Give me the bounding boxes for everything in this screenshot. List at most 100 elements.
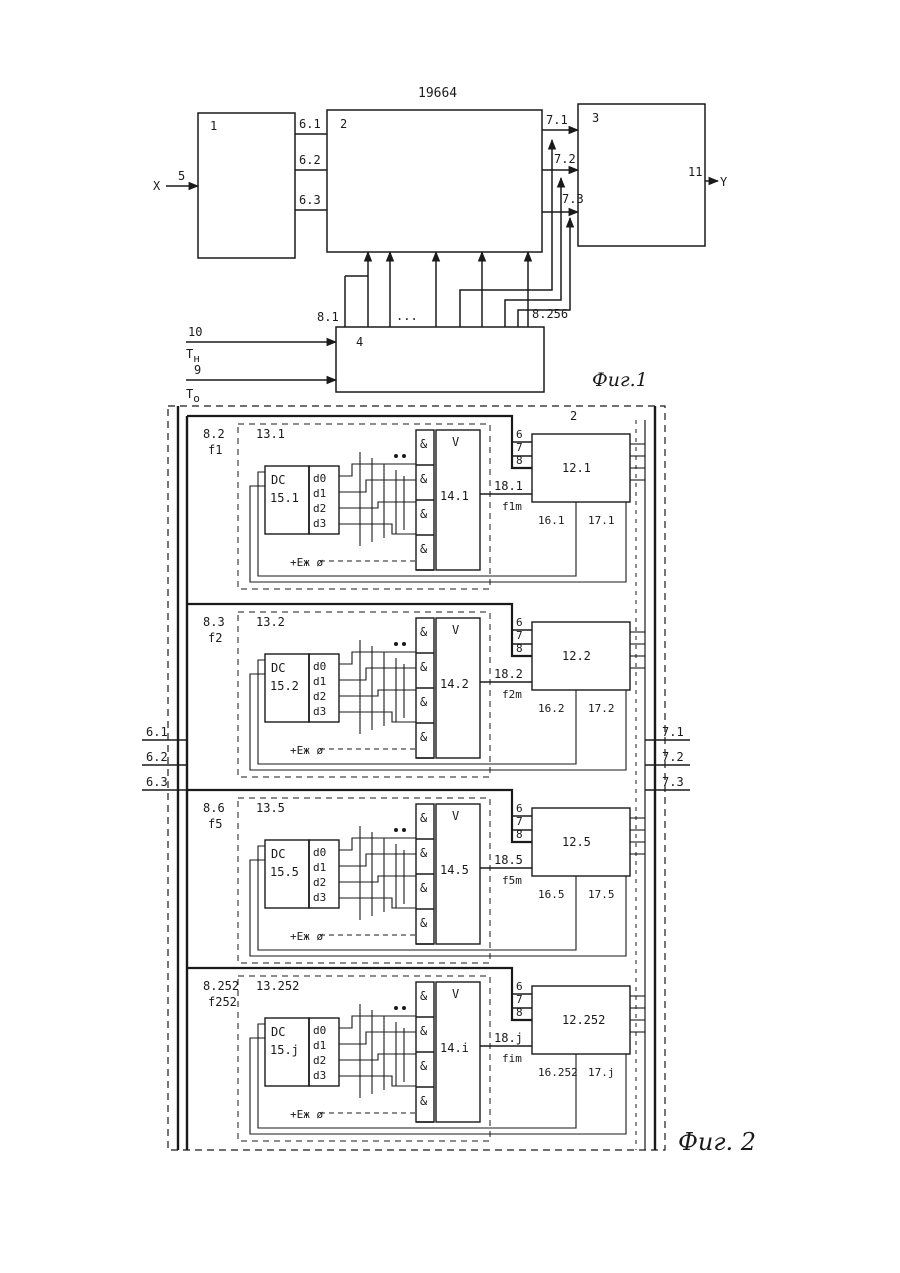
and-symbol: & [420, 989, 428, 1003]
and-symbol: & [420, 1024, 428, 1038]
fig1-label-to: To [186, 387, 200, 405]
section-sub-label: 13.2 [256, 615, 285, 629]
fig2-section-3: 8.6f513.5DC15.5d0d1d2d3&&&&V14.5+Eж ø678… [187, 790, 645, 963]
fig2-output-71: 7.1 [662, 725, 684, 739]
mux-input-8: 8 [516, 454, 523, 467]
or-number: 14.i [440, 1041, 469, 1055]
fig1-label-11: 11 [688, 165, 702, 179]
junction-dot [394, 828, 398, 832]
fig1-label-1: 1 [210, 119, 217, 133]
dc-output-d1: d1 [313, 1039, 326, 1052]
junction-dot [402, 828, 406, 832]
fig1-caption: Фиг.1 [592, 369, 648, 391]
mux-input-7: 7 [516, 993, 523, 1006]
fig2-input-62: 6.2 [146, 750, 168, 764]
dc-output-d2: d2 [313, 502, 326, 515]
fig1-label-72: 7.2 [554, 152, 576, 166]
fig1-block-1 [198, 113, 295, 258]
fig1-label-5: 5 [178, 169, 185, 183]
fig1-block-2 [327, 110, 542, 252]
dc-output-d3: d3 [313, 517, 326, 530]
mux-input-8: 8 [516, 1006, 523, 1019]
fig2-input-61: 6.1 [146, 725, 168, 739]
section-in-label: 8.6 [203, 801, 225, 815]
dc-output-d2: d2 [313, 690, 326, 703]
and-symbol: & [420, 811, 428, 825]
power-label: +Eж ø [290, 556, 323, 569]
mux-number: 12.5 [562, 835, 591, 849]
and-symbol: & [420, 846, 428, 860]
fig1-label-2: 2 [340, 117, 347, 131]
feedback-b-label: 17.5 [588, 888, 615, 901]
section-in-label: 8.252 [203, 979, 239, 993]
fm-label: f1m [502, 500, 522, 513]
junction-dot [402, 1006, 406, 1010]
dc-output-d0: d0 [313, 660, 326, 673]
fig1-label-8256: 8.256 [532, 307, 568, 321]
feedback-b-label: 17.j [588, 1066, 615, 1079]
fig1-block-4 [336, 327, 544, 392]
mux-input-6: 6 [516, 802, 523, 815]
dc-output-d2: d2 [313, 876, 326, 889]
fig1-label-10: 10 [188, 325, 202, 339]
dc-output-d2: d2 [313, 1054, 326, 1067]
or-symbol: V [452, 623, 459, 637]
junction-dot [402, 642, 406, 646]
fig1-label-9: 9 [194, 363, 201, 377]
and-symbol: & [420, 916, 428, 930]
fig2-caption: Фиг. 2 [678, 1128, 756, 1156]
fig1-label-63: 6.3 [299, 193, 321, 207]
and-symbol: & [420, 472, 428, 486]
patent-number: 19664 [418, 86, 457, 101]
mux-input-7: 7 [516, 815, 523, 828]
fig2-sections: 8.2f113.1DC15.1d0d1d2d3&&&&V14.1+Eж ø678… [187, 416, 645, 1141]
feedback-a-label: 16.252 [538, 1066, 578, 1079]
junction-dot [402, 454, 406, 458]
section-f-label: f5 [208, 817, 222, 831]
and-symbol: & [420, 730, 428, 744]
and-symbol: & [420, 881, 428, 895]
fig1-label-81: 8.1 [317, 310, 339, 324]
or-symbol: V [452, 809, 459, 823]
dc-output-d1: d1 [313, 675, 326, 688]
power-label: +Eж ø [290, 744, 323, 757]
section-sub-label: 13.252 [256, 979, 299, 993]
out-label: 18.j [494, 1031, 523, 1045]
fig1-label-dots: ... [396, 309, 418, 323]
or-symbol: V [452, 435, 459, 449]
mux-number: 12.1 [562, 461, 591, 475]
and-symbol: & [420, 542, 428, 556]
section-sub-label: 13.5 [256, 801, 285, 815]
fig2-section-4: 8.252f25213.252DC15.jd0d1d2d3&&&&V14.i+E… [187, 968, 645, 1141]
fig1-label-73: 7.3 [562, 192, 584, 206]
dc-number: 15.2 [270, 679, 299, 693]
dc-output-d3: d3 [313, 1069, 326, 1082]
section-f-label: f2 [208, 631, 222, 645]
fig2-input-63: 6.3 [146, 775, 168, 789]
feedback-a-label: 16.2 [538, 702, 565, 715]
dc-output-d3: d3 [313, 891, 326, 904]
out-label: 18.2 [494, 667, 523, 681]
section-f-label: f252 [208, 995, 237, 1009]
mux-input-6: 6 [516, 616, 523, 629]
fig1-label-61: 6.1 [299, 117, 321, 131]
mux-input-8: 8 [516, 828, 523, 841]
dc-number: 15.j [270, 1043, 299, 1057]
dc-output-d1: d1 [313, 487, 326, 500]
dc-label: DC [271, 1025, 285, 1039]
dc-label: DC [271, 661, 285, 675]
dc-output-d0: d0 [313, 472, 326, 485]
out-label: 18.1 [494, 479, 523, 493]
dc-output-d1: d1 [313, 861, 326, 874]
and-symbol: & [420, 695, 428, 709]
mux-number: 12.252 [562, 1013, 605, 1027]
fig1-label-71: 7.1 [546, 113, 568, 127]
section-f-label: f1 [208, 443, 222, 457]
and-symbol: & [420, 437, 428, 451]
fig1-block-3 [578, 104, 705, 246]
mux-input-6: 6 [516, 428, 523, 441]
or-number: 14.2 [440, 677, 469, 691]
and-symbol: & [420, 660, 428, 674]
fm-label: f5m [502, 874, 522, 887]
